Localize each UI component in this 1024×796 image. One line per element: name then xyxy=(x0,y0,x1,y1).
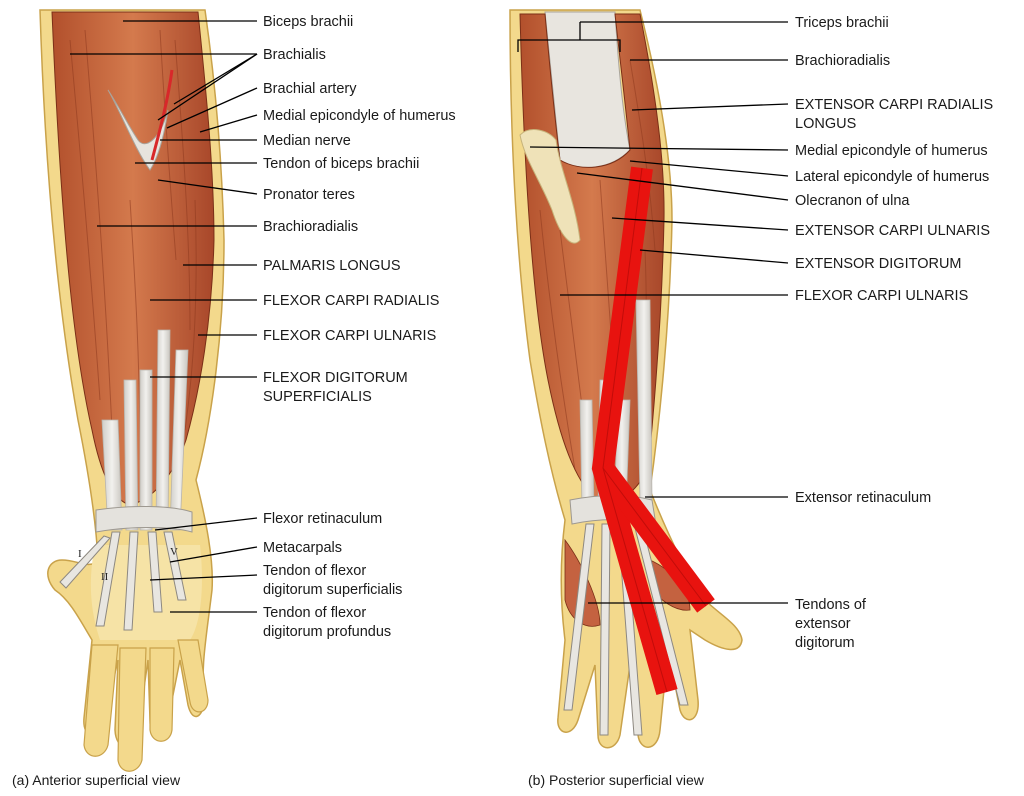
anterior-labels: Biceps brachii Brachialis Brachial arter… xyxy=(263,14,456,640)
label-flexor-retinaculum: Flexor retinaculum xyxy=(263,511,382,527)
anterior-forearm-tendons xyxy=(101,329,189,531)
red-overlay-markers xyxy=(591,166,715,696)
label-brachial-artery: Brachial artery xyxy=(263,81,357,97)
posterior-forearm-illustration xyxy=(509,9,743,749)
label-lateral-epicondyle: Lateral epicondyle of humerus xyxy=(795,169,989,185)
label-tfdp-line1: Tendon of flexor xyxy=(263,605,366,621)
label-tfds-line2: digitorum superficialis xyxy=(263,582,402,598)
numeral-ii: II xyxy=(101,571,109,583)
label-tfdp-line2: digitorum profundus xyxy=(263,624,391,640)
label-flexor-carpi-ulnaris-anterior: FLEXOR CARPI ULNARIS xyxy=(263,328,436,344)
label-brachioradialis-posterior: Brachioradialis xyxy=(795,53,890,69)
anterior-cubital-tendon xyxy=(107,89,169,171)
posterior-leader-lines xyxy=(517,21,789,604)
label-ecrl-line2: LONGUS xyxy=(795,116,856,132)
red-overlay-stripe-edge xyxy=(602,167,707,693)
anterior-finger-tendons xyxy=(59,531,187,631)
label-olecranon: Olecranon of ulna xyxy=(795,193,910,209)
numeral-i: I xyxy=(78,548,82,560)
label-biceps-brachii: Biceps brachii xyxy=(263,14,353,30)
anterior-forearm-illustration xyxy=(39,9,225,772)
label-extensor-carpi-ulnaris: EXTENSOR CARPI ULNARIS xyxy=(795,223,990,239)
label-flexor-carpi-ulnaris-posterior: FLEXOR CARPI ULNARIS xyxy=(795,288,968,304)
label-tfds-line1: Tendon of flexor xyxy=(263,563,366,579)
label-brachialis: Brachialis xyxy=(263,47,326,63)
label-ted-line1: Tendons of xyxy=(795,597,867,613)
anterior-fingers xyxy=(83,639,209,772)
anterior-leader-lines xyxy=(70,20,258,613)
label-medial-epicondyle-anterior: Medial epicondyle of humerus xyxy=(263,108,456,124)
numeral-v: V xyxy=(170,546,178,558)
red-overlay-stripe-branch xyxy=(594,461,715,613)
label-ecrl-line1: EXTENSOR CARPI RADIALIS xyxy=(795,97,993,113)
brachial-artery-drawing xyxy=(150,69,174,161)
label-flexor-carpi-radialis: FLEXOR CARPI RADIALIS xyxy=(263,293,439,309)
label-fds-line1: FLEXOR DIGITORUM xyxy=(263,370,408,386)
label-tendon-biceps: Tendon of biceps brachii xyxy=(263,156,419,172)
label-fds-line2: SUPERFICIALIS xyxy=(263,389,372,405)
label-extensor-retinaculum: Extensor retinaculum xyxy=(795,490,931,506)
label-extensor-digitorum: EXTENSOR DIGITORUM xyxy=(795,256,962,272)
label-triceps-brachii: Triceps brachii xyxy=(795,15,889,31)
label-medial-epicondyle-posterior: Medial epicondyle of humerus xyxy=(795,143,988,159)
label-palmaris-longus: PALMARIS LONGUS xyxy=(263,258,401,274)
label-ted-line2: extensor xyxy=(795,616,851,632)
label-metacarpals: Metacarpals xyxy=(263,540,342,556)
caption-anterior: (a) Anterior superficial view xyxy=(12,772,181,788)
caption-posterior: (b) Posterior superficial view xyxy=(528,772,705,788)
posterior-muscle-mass xyxy=(519,13,665,505)
label-brachioradialis-anterior: Brachioradialis xyxy=(263,219,358,235)
label-pronator-teres: Pronator teres xyxy=(263,187,355,203)
label-ted-line3: digitorum xyxy=(795,635,855,651)
label-median-nerve: Median nerve xyxy=(263,133,351,149)
posterior-labels: Triceps brachii Brachioradialis EXTENSOR… xyxy=(795,15,993,651)
olecranon-drawing xyxy=(519,129,581,244)
flexor-retinaculum-drawing xyxy=(95,506,193,533)
